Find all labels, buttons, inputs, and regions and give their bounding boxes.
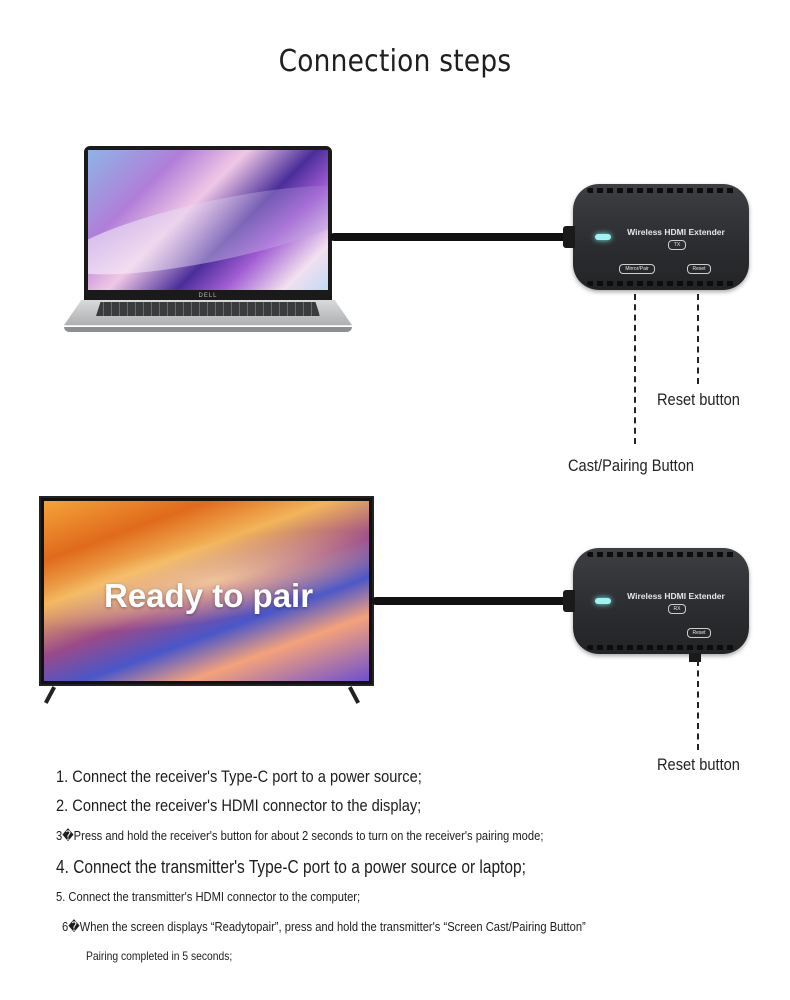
pair-callout-line	[634, 294, 636, 444]
step-6-note: Pairing completed in 5 seconds;	[86, 949, 233, 963]
vent	[587, 188, 735, 193]
receiver-usb-c-plug	[689, 653, 701, 662]
mirror-pair-button[interactable]: Mirror/Pair	[619, 264, 655, 274]
step-4: 4. Connect the transmitter's Type-C port…	[56, 857, 526, 877]
device-tag: RX	[668, 604, 686, 614]
page-title: Connection steps	[278, 44, 512, 79]
vent	[587, 645, 735, 650]
step-2: 2. Connect the receiver's HDMI connector…	[56, 796, 422, 815]
vent	[587, 281, 735, 286]
rx-reset-label: Reset button	[657, 755, 740, 774]
tv-stand-right	[348, 686, 360, 704]
device-label: Wireless HDMI Extender	[627, 227, 725, 237]
status-led-icon	[595, 234, 611, 240]
status-led-icon	[595, 598, 611, 604]
laptop-keyboard	[96, 302, 320, 316]
vent	[587, 552, 735, 557]
tv-stand-left	[44, 686, 56, 704]
receiver-hdmi-plug	[563, 590, 575, 612]
tx-pair-label: Cast/Pairing Button	[568, 456, 694, 475]
step-5: 5. Connect the transmitter's HDMI connec…	[56, 889, 361, 904]
device-label: Wireless HDMI Extender	[627, 591, 725, 601]
step-6: 6�When the screen displays “Readytopair”…	[62, 919, 586, 934]
device-tag: TX	[668, 240, 686, 250]
step-1: 1. Connect the receiver's Type-C port to…	[56, 767, 422, 786]
transmitter-device: Wireless HDMI Extender TX Mirror/Pair Re…	[563, 184, 749, 290]
laptop-display	[88, 150, 328, 290]
tx-reset-button[interactable]: Reset	[687, 264, 711, 274]
laptop-front-edge	[64, 327, 352, 332]
tv-screen-text: Ready to pair	[104, 577, 314, 614]
laptop: DELL	[84, 146, 332, 300]
rx-reset-callout-line	[697, 660, 699, 750]
rx-reset-button[interactable]: Reset	[687, 628, 711, 638]
hdmi-cable-laptop	[330, 233, 568, 241]
laptop-brand-logo: DELL	[198, 293, 218, 299]
receiver-device: Wireless HDMI Extender RX Reset	[563, 548, 749, 662]
reset-callout-line	[697, 294, 699, 384]
transmitter-hdmi-plug	[563, 226, 575, 248]
tv-display: Ready to pair	[44, 501, 369, 681]
hdmi-cable-tv	[372, 597, 568, 605]
step-3: 3�Press and hold the receiver's button f…	[56, 828, 544, 843]
television: Ready to pair	[39, 496, 374, 686]
tx-reset-label: Reset button	[657, 390, 740, 409]
